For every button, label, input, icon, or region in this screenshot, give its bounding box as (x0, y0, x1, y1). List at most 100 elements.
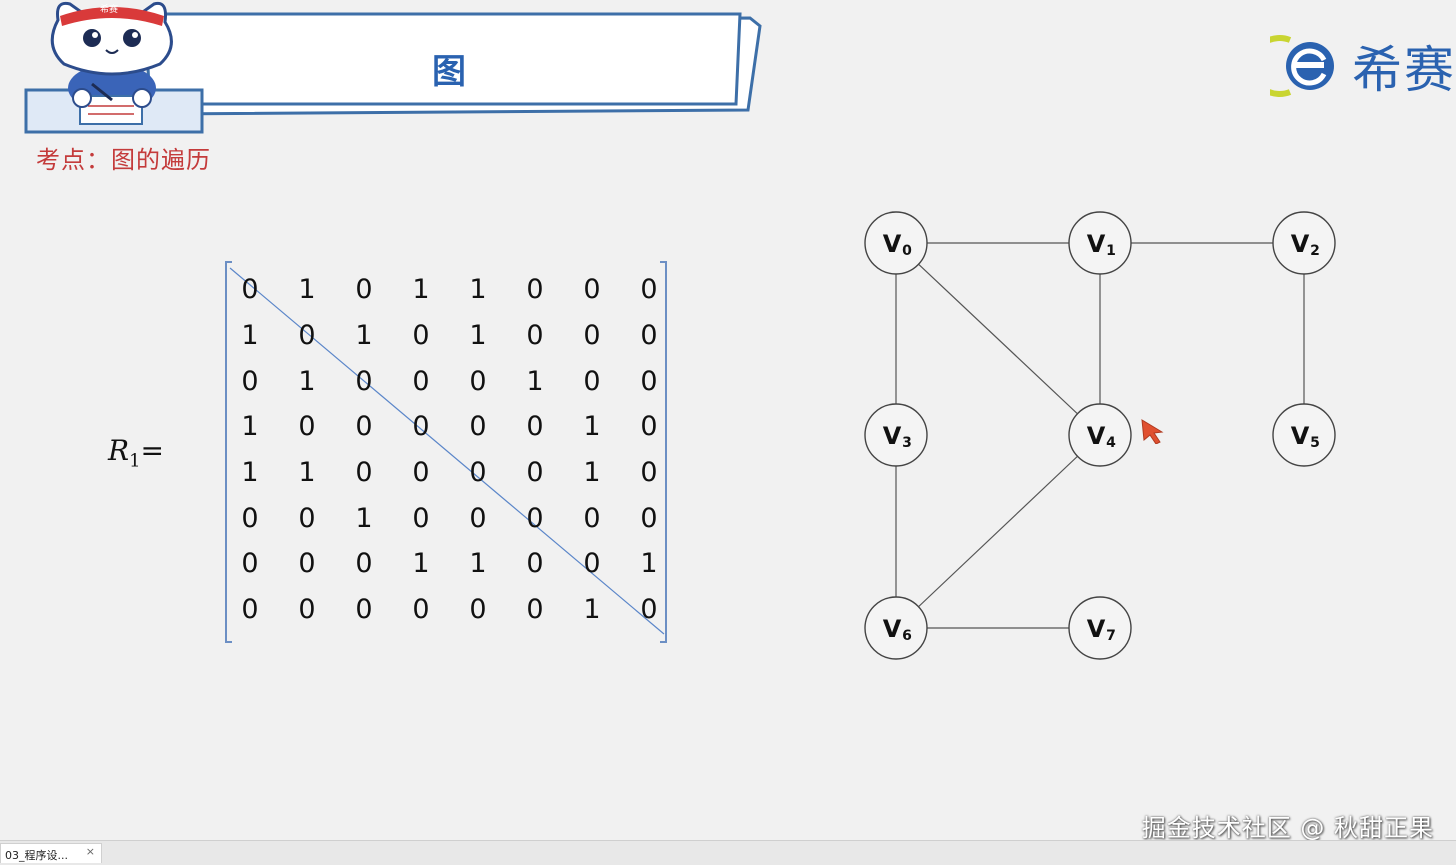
graph-node-circle (1068, 596, 1132, 660)
matrix-cell-r4-c2: 0 (355, 457, 373, 488)
matrix-cell-r5-c1: 0 (298, 503, 316, 534)
graph-node-label: V (883, 422, 902, 450)
matrix-brackets (225, 261, 667, 643)
matrix-cell-r5-c6: 0 (583, 503, 601, 534)
matrix-cell-r4-c4: 0 (469, 457, 487, 488)
matrix-cell-r4-c1: 1 (298, 457, 316, 488)
watermark: 掘金技术社区 @ 秋甜正果 (1141, 814, 1434, 842)
graph-node-sub: 2 (1310, 243, 1320, 259)
taskbar: 03_程序设... × (0, 840, 1456, 865)
matrix-cell-r1-c6: 0 (583, 320, 601, 351)
mascot-headband-text: 希赛 (100, 5, 119, 15)
matrix-cell-r1-c2: 1 (355, 320, 373, 351)
logo-text: 希赛 (1352, 41, 1456, 99)
matrix-cell-r4-c0: 1 (241, 457, 259, 488)
matrix-cell-r3-c1: 0 (298, 411, 316, 442)
matrix-cell-r2-c0: 0 (241, 366, 259, 397)
matrix-cell-r7-c2: 0 (355, 594, 373, 625)
matrix-cell-r1-c0: 1 (241, 320, 259, 351)
matrix-cell-r5-c7: 0 (640, 503, 658, 534)
matrix-cell-r2-c3: 0 (412, 366, 430, 397)
matrix-cell-r3-c4: 0 (469, 411, 487, 442)
matrix-cell-r4-c5: 0 (526, 457, 544, 488)
matrix-cell-r1-c5: 0 (526, 320, 544, 351)
graph-node-label: V (1087, 422, 1106, 450)
slide-subtitle: 考点：图的遍历 (36, 146, 211, 174)
matrix-cell-r6-c4: 1 (469, 548, 487, 579)
matrix-cell-r2-c1: 1 (298, 366, 316, 397)
matrix-cell-r3-c7: 0 (640, 411, 658, 442)
matrix-cell-r0-c4: 1 (469, 274, 487, 305)
mouse-cursor-icon (1141, 419, 1164, 444)
matrix-label-eq: = (140, 434, 165, 467)
matrix-label-letter: R (108, 434, 130, 467)
matrix-cell-r1-c3: 0 (412, 320, 430, 351)
close-icon[interactable]: × (85, 845, 95, 858)
graph-node-sub: 0 (902, 243, 912, 259)
graph-node-sub: 3 (902, 435, 912, 451)
matrix-cell-r6-c3: 1 (412, 548, 430, 579)
graph-edge-V4-V6 (895, 434, 1101, 629)
matrix-cell-r7-c4: 0 (469, 594, 487, 625)
graph-node-sub: 5 (1310, 435, 1320, 451)
graph-node-label: V (883, 230, 902, 258)
graph-node-sub: 1 (1106, 243, 1116, 259)
graph-node-label: V (1087, 230, 1106, 258)
graph-node-circle (1068, 211, 1132, 275)
matrix-cell-r5-c4: 0 (469, 503, 487, 534)
matrix-cell-r0-c5: 0 (526, 274, 544, 305)
graph-node-circle (864, 403, 928, 467)
graph-node-circle (1272, 211, 1336, 275)
matrix-cell-r6-c1: 0 (298, 548, 316, 579)
graph-node-circle (1272, 403, 1336, 467)
matrix-cell-r3-c5: 0 (526, 411, 544, 442)
matrix-cell-r0-c7: 0 (640, 274, 658, 305)
matrix-cell-r3-c3: 0 (412, 411, 430, 442)
matrix-cell-r0-c6: 0 (583, 274, 601, 305)
matrix-cell-r3-c2: 0 (355, 411, 373, 442)
matrix-cell-r4-c3: 0 (412, 457, 430, 488)
matrix-cell-r2-c5: 1 (526, 366, 544, 397)
matrix-cell-r2-c4: 0 (469, 366, 487, 397)
matrix-cell-r7-c1: 0 (298, 594, 316, 625)
graph-node-label: V (1291, 422, 1310, 450)
taskbar-tab[interactable]: 03_程序设... × (0, 843, 102, 863)
graph-edge-V0-V4 (895, 242, 1101, 436)
matrix-cell-r7-c5: 0 (526, 594, 544, 625)
matrix-cell-r4-c7: 0 (640, 457, 658, 488)
matrix-cell-r2-c6: 0 (583, 366, 601, 397)
matrix-cell-r2-c2: 0 (355, 366, 373, 397)
matrix-cell-r6-c5: 0 (526, 548, 544, 579)
matrix-cell-r6-c0: 0 (241, 548, 259, 579)
matrix-cell-r1-c4: 1 (469, 320, 487, 351)
matrix-cell-r7-c6: 1 (583, 594, 601, 625)
matrix-cell-r3-c0: 1 (241, 411, 259, 442)
matrix-cell-r7-c3: 0 (412, 594, 430, 625)
matrix-cell-r0-c3: 1 (412, 274, 430, 305)
matrix-cell-r4-c6: 1 (583, 457, 601, 488)
title-banner (24, 1, 762, 134)
matrix-cell-r6-c6: 0 (583, 548, 601, 579)
taskbar-tab-label: 03_程序设... (5, 849, 68, 862)
matrix-cell-r7-c0: 0 (241, 594, 259, 625)
matrix-cell-r1-c1: 0 (298, 320, 316, 351)
e-logo-icon (1270, 35, 1334, 97)
graph-node-sub: 6 (902, 628, 912, 644)
matrix-diagonal-line (229, 267, 665, 635)
graph-node-sub: 7 (1106, 628, 1116, 644)
matrix-cell-r2-c7: 0 (640, 366, 658, 397)
matrix-cell-r3-c6: 1 (583, 411, 601, 442)
graph-node-circle (864, 211, 928, 275)
matrix-cell-r5-c0: 0 (241, 503, 259, 534)
graph-node-circle (1068, 403, 1132, 467)
matrix-cell-r6-c2: 0 (355, 548, 373, 579)
